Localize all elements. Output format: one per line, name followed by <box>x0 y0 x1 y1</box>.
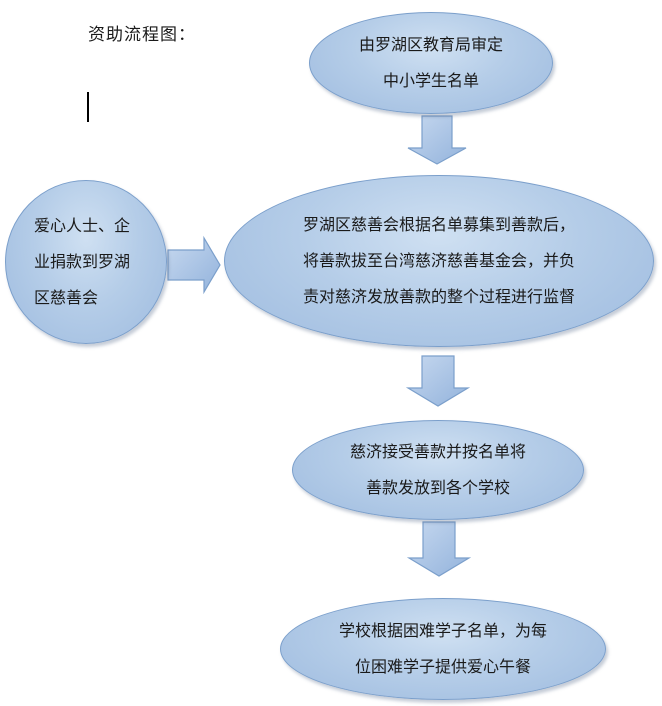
node-school-line-2: 位困难学子提供爱心午餐 <box>354 657 531 676</box>
node-charity: 罗湖区慈善会根据名单募集到善款后， 将善款拔至台湾慈济慈善基金会，并负 责对慈济… <box>224 175 654 347</box>
node-review: 由罗湖区教育局审定 中小学生名单 <box>309 12 553 114</box>
node-donors-line-3: 区慈善会 <box>34 288 99 307</box>
arrow-down-2 <box>405 355 471 407</box>
arrow-down-3 <box>406 521 472 577</box>
node-review-line-1: 由罗湖区教育局审定 <box>358 35 503 54</box>
node-donors-line-2: 业捐款到罗湖 <box>34 252 131 271</box>
arrow-right-donors <box>167 235 221 295</box>
node-charity-line-2: 将善款拔至台湾慈济慈善基金会，并负 <box>302 251 575 270</box>
node-school-line-1: 学校根据困难学子名单，为每 <box>338 621 547 640</box>
node-tzuchi: 慈济接受善款并按名单将 善款发放到各个学校 <box>292 420 584 520</box>
text-cursor <box>87 92 89 122</box>
node-charity-line-1: 罗湖区慈善会根据名单募集到善款后， <box>302 215 575 234</box>
diagram-title: 资助流程图： <box>88 25 196 45</box>
node-donors-line-1: 爱心人士、企 <box>34 216 131 235</box>
node-tzuchi-line-1: 慈济接受善款并按名单将 <box>349 442 526 461</box>
arrow-down-1 <box>407 115 467 165</box>
node-review-line-2: 中小学生名单 <box>382 71 479 90</box>
node-charity-line-3: 责对慈济发放善款的整个过程进行监督 <box>302 287 575 306</box>
node-school: 学校根据困难学子名单，为每 位困难学子提供爱心午餐 <box>280 598 606 700</box>
node-tzuchi-line-2: 善款发放到各个学校 <box>365 478 510 497</box>
node-donors: 爱心人士、企 业捐款到罗湖 区慈善会 <box>5 180 167 344</box>
